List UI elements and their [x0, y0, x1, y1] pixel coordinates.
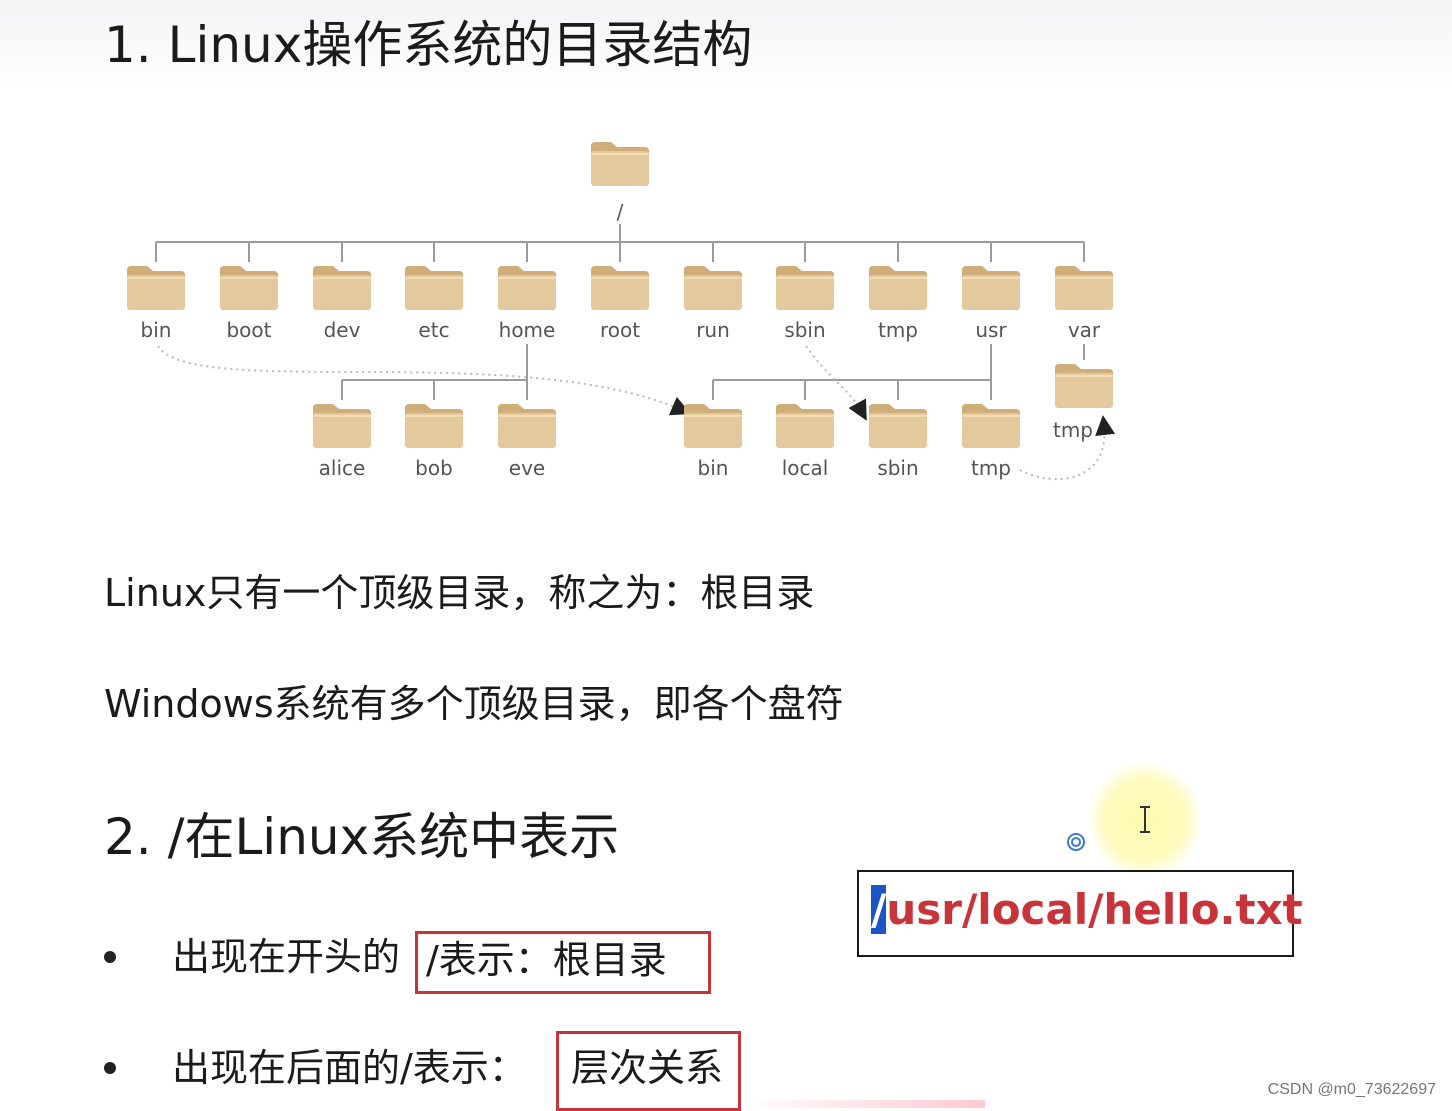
folder-var: var: [1054, 265, 1114, 342]
folder-root: /: [590, 141, 650, 224]
path-rest: usr/local/hello.txt: [886, 885, 1303, 934]
folder-dev: dev: [312, 265, 372, 342]
folder-dev-label: dev: [324, 318, 361, 342]
folder-home-bob-label: bob: [415, 456, 453, 480]
folder-tmp-label: tmp: [878, 318, 918, 342]
folder-etc-label: etc: [418, 318, 449, 342]
folder-boot: boot: [219, 265, 279, 342]
folder-root-label: root: [600, 318, 640, 342]
folder-icon: [219, 265, 279, 311]
folder-icon: [775, 265, 835, 311]
bullet-1-highlight-box: /表示：根目录: [415, 931, 711, 994]
symlink-usr-tmp-to-var-tmp: [1019, 415, 1116, 481]
folder-home-label: home: [499, 318, 556, 342]
folder-icon: [1054, 265, 1114, 311]
folder-usr-bin-label: bin: [698, 456, 729, 480]
folder-icon: [404, 265, 464, 311]
folder-sbin: sbin: [775, 265, 835, 342]
path-selected-slash: /: [871, 885, 887, 934]
folder-run: run: [683, 265, 743, 342]
folder-usr-label: usr: [975, 318, 1007, 342]
windows-drives-description: Windows系统有多个顶级目录，即各个盘符: [104, 682, 844, 726]
folder-icon: [868, 265, 928, 311]
folder-home-alice: alice: [312, 403, 372, 480]
csdn-watermark: CSDN @m0_73622697: [1267, 1081, 1436, 1098]
folder-icon: [683, 403, 743, 449]
folder-icon: [961, 265, 1021, 311]
symlink-sbin-to-usr-sbin: [805, 345, 867, 421]
folder-icon: [1054, 363, 1114, 409]
folder-var-tmp: tmp: [1053, 363, 1114, 442]
bullet-2-prefix: 出现在后面的/表示：: [172, 1046, 527, 1090]
folder-icon: [868, 403, 928, 449]
symlink-bin-to-usr-bin: [157, 345, 692, 416]
folder-bin-label: bin: [141, 318, 172, 342]
folder-icon: [590, 265, 650, 311]
decorative-pink-bar: [740, 1100, 985, 1108]
bullet-1-dot: [104, 951, 116, 963]
folder-bin: bin: [126, 265, 186, 342]
heading-directory-structure: 1. Linux操作系统的目录结构: [104, 16, 753, 74]
folder-usr-local: local: [775, 403, 835, 480]
folder-icon: [683, 265, 743, 311]
folder-icon: [497, 265, 557, 311]
folder-icon: [590, 141, 650, 187]
folder-usr-sbin: sbin: [868, 403, 928, 480]
bullet-1-prefix: 出现在开头的: [172, 935, 401, 979]
folder-boot-label: boot: [226, 318, 271, 342]
folder-sbin-label: sbin: [784, 318, 825, 342]
text-cursor-icon: [1140, 806, 1150, 833]
folder-usr-bin: bin: [683, 403, 743, 480]
loading-spinner-icon: [1067, 833, 1085, 851]
folder-icon: [775, 403, 835, 449]
folder-run-label: run: [696, 318, 730, 342]
folder-icon: [497, 403, 557, 449]
folder-home: home: [497, 265, 557, 342]
folder-usr: usr: [961, 265, 1021, 342]
folder-var-label: var: [1068, 318, 1101, 342]
folder-usr-local-label: local: [782, 456, 829, 480]
folder-usr-sbin-label: sbin: [877, 456, 918, 480]
folder-root: root: [590, 265, 650, 342]
folder-etc: etc: [404, 265, 464, 342]
folder-icon: [404, 403, 464, 449]
folder-home-eve-label: eve: [509, 456, 545, 480]
folder-usr-tmp: tmp: [961, 403, 1021, 480]
linux-root-description: Linux只有一个顶级目录，称之为：根目录: [104, 571, 815, 615]
folder-icon: [961, 403, 1021, 449]
folder-var-tmp-label: tmp: [1053, 418, 1093, 442]
folder-home-alice-label: alice: [319, 456, 366, 480]
heading-slash-meaning: 2. /在Linux系统中表示: [104, 808, 620, 866]
directory-tree-diagram: / bin boot dev etc home root run sbin tmp usr var al…: [126, 141, 1116, 481]
slide-top-band: [0, 0, 1452, 90]
folder-icon: [312, 403, 372, 449]
folder-root-label: /: [617, 200, 624, 224]
folder-icon: [312, 265, 372, 311]
folder-home-eve: eve: [497, 403, 557, 480]
folder-icon: [126, 265, 186, 311]
path-example-box: /usr/local/hello.txt: [857, 870, 1303, 957]
bullet-2-dot: [104, 1062, 116, 1074]
folder-home-bob: bob: [404, 403, 464, 480]
bullet-2-highlight-box: 层次关系: [556, 1031, 741, 1111]
path-example-text[interactable]: /usr/local/hello.txt: [871, 885, 1303, 934]
folder-tmp: tmp: [868, 265, 928, 342]
folder-usr-tmp-label: tmp: [971, 456, 1011, 480]
